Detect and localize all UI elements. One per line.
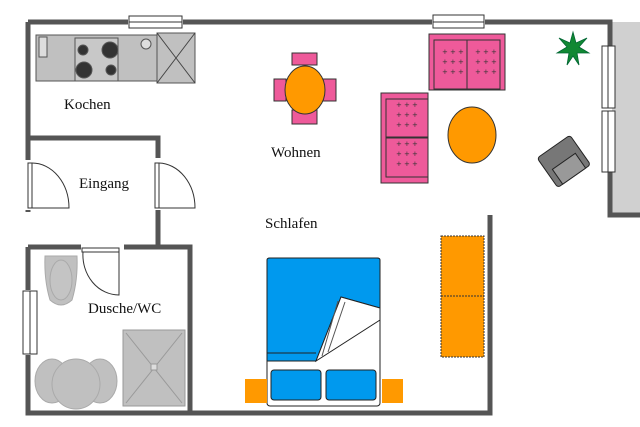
pillow-left	[270, 369, 322, 401]
wardrobe	[440, 235, 485, 358]
armchair	[537, 135, 590, 187]
sofa-button-mark: +	[458, 68, 464, 76]
room-label-bathroom: Dusche/WC	[88, 301, 162, 317]
sofa-button-mark: +	[412, 140, 418, 148]
room-label-living: Wohnen	[271, 145, 321, 161]
sofa-button-mark: +	[412, 150, 418, 158]
tap	[140, 38, 152, 50]
sofa-button-mark: +	[412, 160, 418, 168]
sofa-button-mark: +	[450, 48, 456, 56]
sofa-button-mark: +	[458, 58, 464, 66]
plant-icon	[555, 30, 591, 66]
sofa-button-mark: +	[396, 121, 402, 129]
dining-table	[284, 65, 326, 115]
sofa-button-mark: +	[475, 58, 481, 66]
room-label-sleeping: Schlafen	[265, 216, 318, 232]
sofa-button-mark: +	[404, 121, 410, 129]
windows	[22, 14, 616, 355]
sofa-button-mark: +	[396, 101, 402, 109]
doors	[27, 162, 196, 296]
sofa-button-mark: +	[483, 58, 489, 66]
sofa-button-mark: +	[396, 140, 402, 148]
door-bathroom	[81, 247, 120, 296]
sofa-button-mark: +	[458, 48, 464, 56]
sofa-button-mark: +	[442, 58, 448, 66]
sofa-button-mark: +	[483, 48, 489, 56]
sofa-button-mark: +	[404, 111, 410, 119]
sofa-button-mark: +	[450, 68, 456, 76]
walls	[25, 19, 640, 416]
bed	[266, 257, 381, 407]
nightstand-left	[245, 379, 267, 403]
room-label-entrance: Eingang	[79, 176, 129, 192]
sofa-button-mark: +	[491, 48, 497, 56]
sofa-left	[380, 92, 429, 184]
sofa-button-mark: +	[396, 111, 402, 119]
sofa-button-mark: +	[404, 101, 410, 109]
dining-set	[273, 52, 337, 125]
sink-kitchen	[38, 36, 48, 58]
sofa-button-mark: +	[442, 68, 448, 76]
washbasin	[34, 358, 118, 410]
sofa-button-mark: +	[491, 58, 497, 66]
sofa-button-mark: +	[483, 68, 489, 76]
sofa-buttons: ++++++++++++++++++++++++++++++++++++	[396, 48, 497, 168]
sofa-button-mark: +	[404, 160, 410, 168]
sofa-button-mark: +	[404, 150, 410, 158]
sofa-top	[428, 33, 506, 91]
toilet	[44, 255, 78, 306]
sofa-button-mark: +	[475, 68, 481, 76]
shower	[122, 329, 186, 407]
sofa-button-mark: +	[475, 48, 481, 56]
sofa-button-mark: +	[450, 58, 456, 66]
sofa-button-mark: +	[396, 150, 402, 158]
sofa-button-mark: +	[396, 160, 402, 168]
sofa-button-mark: +	[404, 140, 410, 148]
door-entrance-outer	[27, 162, 70, 209]
sofa-button-mark: +	[491, 68, 497, 76]
coffee-table	[447, 106, 497, 164]
sofa-button-mark: +	[412, 121, 418, 129]
pillow-right	[325, 369, 377, 401]
sofa-button-mark: +	[412, 101, 418, 109]
sofa-button-mark: +	[442, 48, 448, 56]
sofa-button-mark: +	[412, 111, 418, 119]
nightstand-right	[382, 379, 403, 403]
door-entrance-inner	[154, 162, 196, 209]
balcony	[612, 22, 640, 214]
room-label-kitchen: Kochen	[64, 97, 111, 113]
kitchen-counter	[35, 32, 196, 84]
